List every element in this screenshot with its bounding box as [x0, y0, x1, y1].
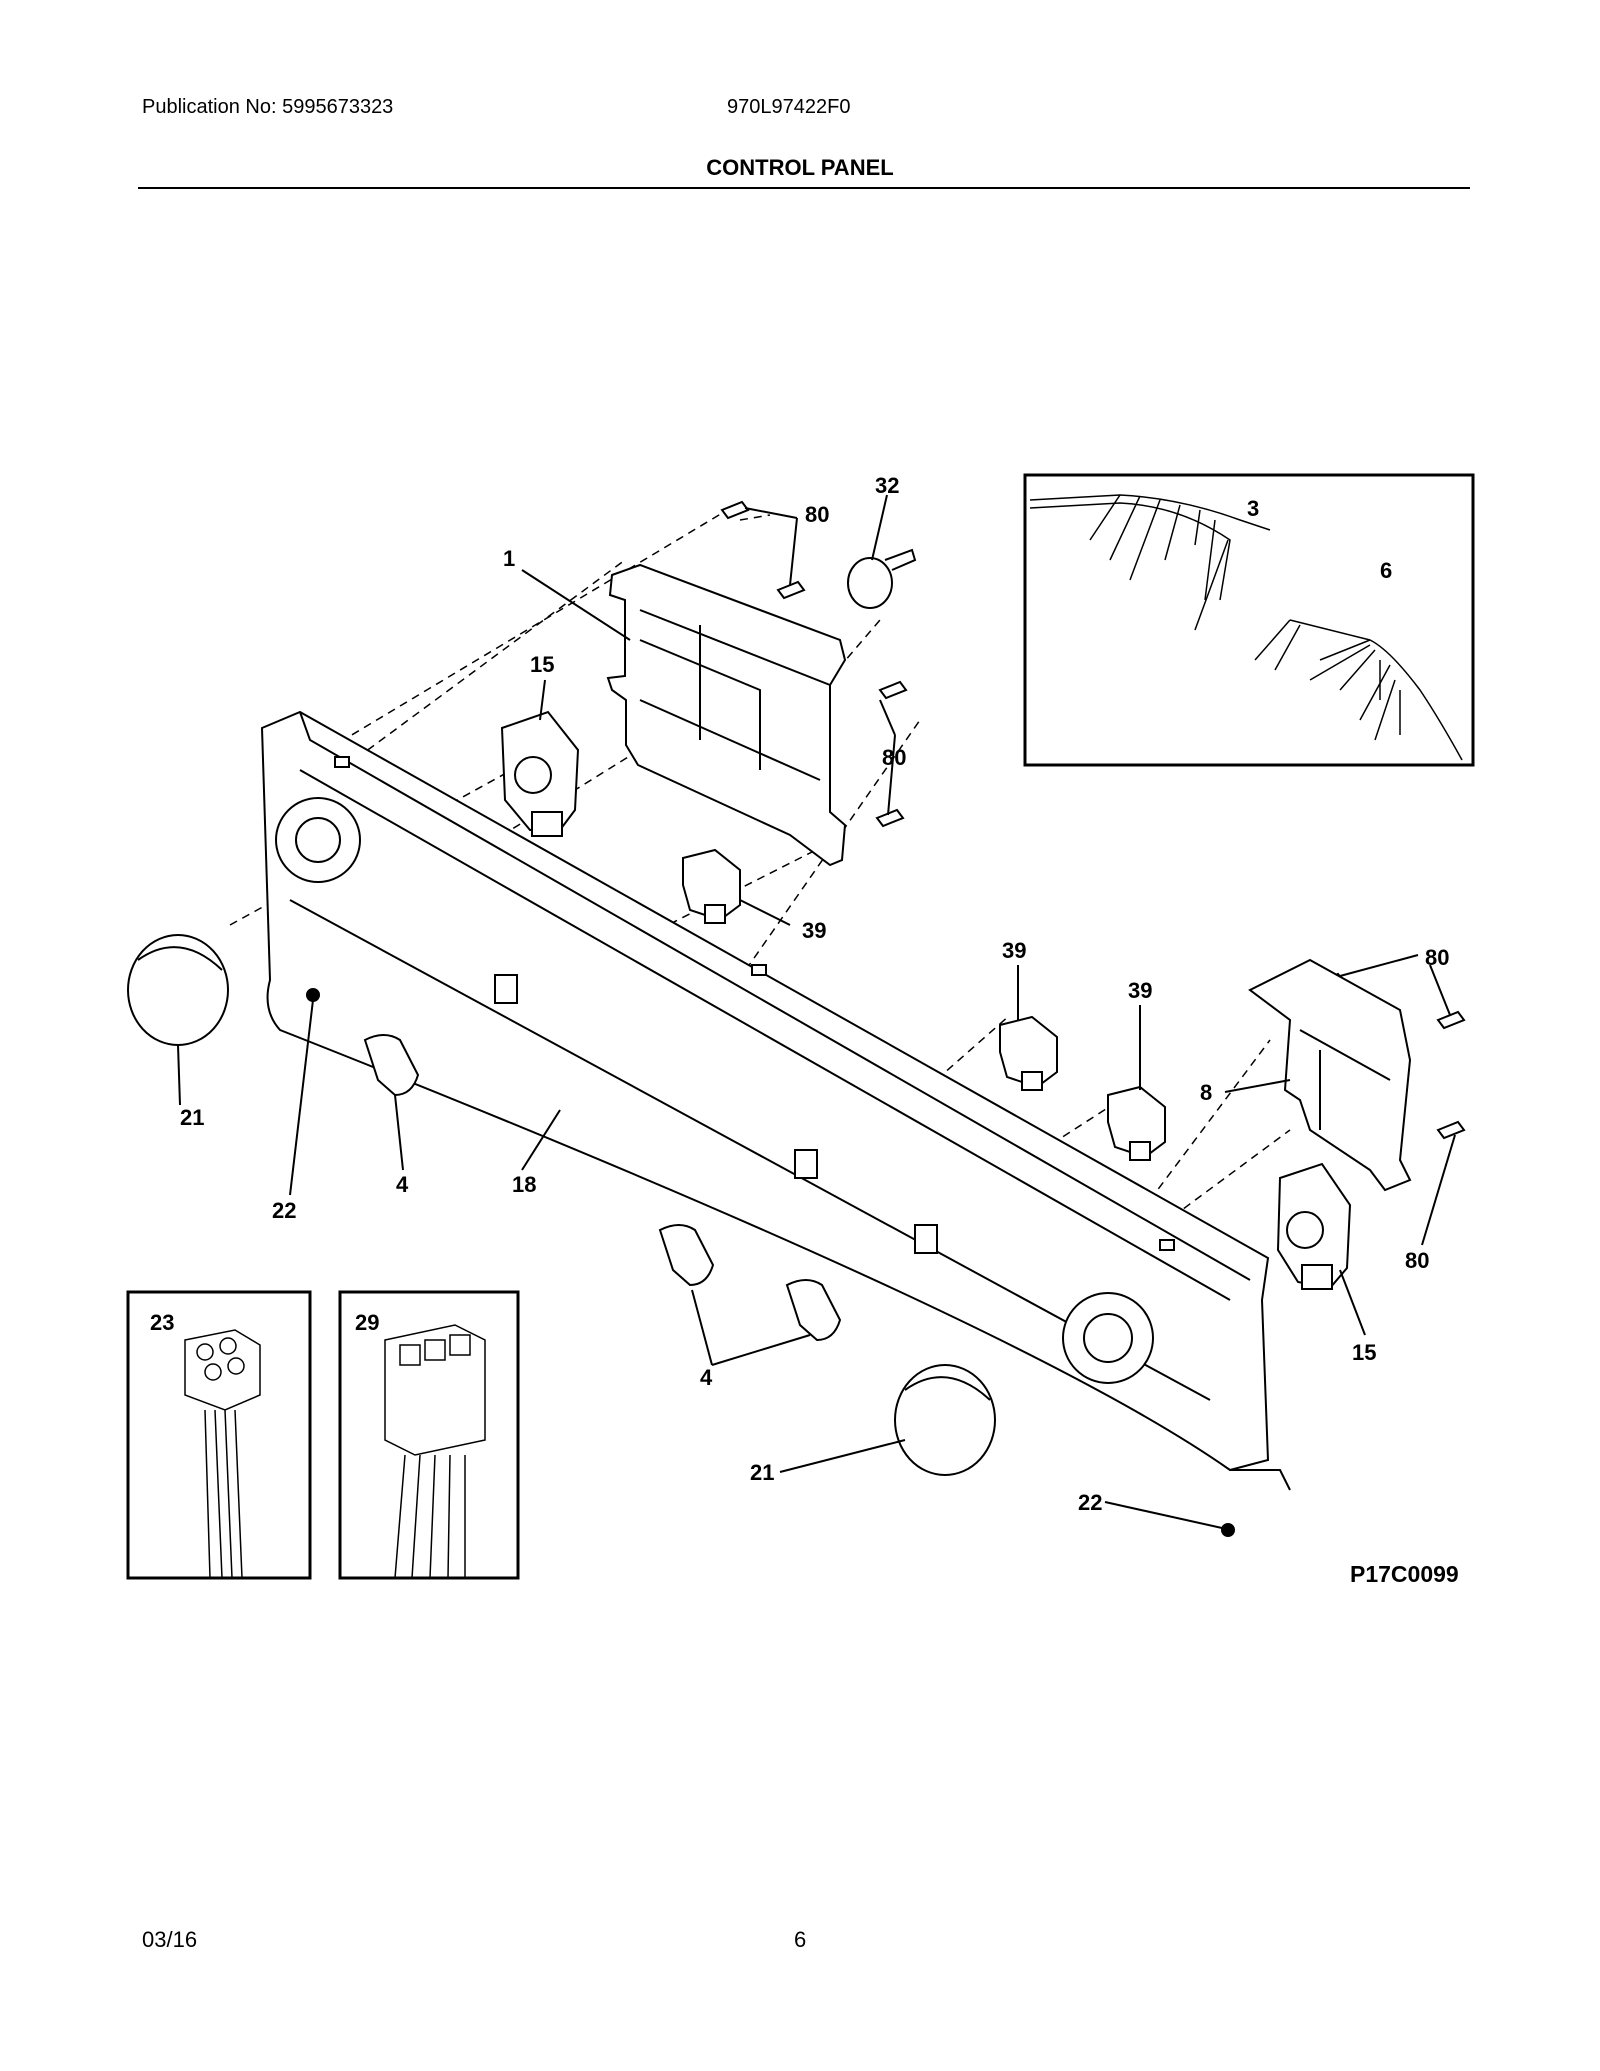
callout-80-top: 80: [805, 502, 829, 527]
callout-80-right-bottom: 80: [1405, 1248, 1429, 1273]
small-knobs: [363, 1034, 842, 1342]
diagram-code: P17C0099: [1350, 1561, 1459, 1587]
callout-21-left: 21: [180, 1105, 204, 1130]
callout-22-left: 22: [272, 1198, 296, 1223]
callout-80-mid: 80: [882, 745, 906, 770]
page-title: CONTROL PANEL: [706, 155, 894, 180]
footer-date: 03/16: [142, 1927, 198, 1952]
console-panel: [260, 710, 1291, 1491]
callout-6: 6: [1380, 558, 1392, 583]
callout-39-b: 39: [1002, 938, 1026, 963]
leader-lines: [177, 494, 1456, 1529]
wire-harness-drawing: [1029, 494, 1463, 761]
connector-23-drawing: [184, 1329, 261, 1579]
publication-number: Publication No: 5995673323: [142, 96, 394, 118]
callout-15-right: 15: [1352, 1340, 1376, 1365]
callout-3: 3: [1247, 496, 1259, 521]
connector-29-inset: [338, 1290, 520, 1580]
callout-4-bottom: 4: [700, 1365, 713, 1390]
selector-switch-right: [1276, 1162, 1352, 1290]
header-rule: [138, 187, 1470, 189]
small-screws: [306, 988, 1235, 1537]
callout-80-right-top: 80: [1425, 945, 1449, 970]
callout-1: 1: [503, 546, 515, 571]
secondary-board: [1248, 958, 1412, 1192]
callout-18: 18: [512, 1172, 536, 1197]
callout-22-bottom: 22: [1078, 1490, 1102, 1515]
callout-15-left: 15: [530, 652, 554, 677]
callout-39-c: 39: [1128, 978, 1152, 1003]
callout-32: 32: [875, 473, 899, 498]
push-switches: [682, 848, 1166, 1161]
wire-harness-inset: [1023, 473, 1475, 767]
selector-switch-left: [500, 710, 580, 837]
large-knobs: [127, 934, 996, 1476]
callout-4-left: 4: [396, 1172, 409, 1197]
connector-29-drawing: [384, 1324, 486, 1579]
callout-39-a: 39: [802, 918, 826, 943]
model-number: 970L97422F0: [727, 96, 851, 118]
callout-29: 29: [355, 1310, 379, 1335]
control-board: [606, 563, 847, 867]
callout-21-bottom: 21: [750, 1460, 774, 1485]
callout-23: 23: [150, 1310, 174, 1335]
wire-clip: [847, 548, 917, 609]
connector-23-inset: [126, 1290, 312, 1580]
callout-8: 8: [1200, 1080, 1212, 1105]
page-number: 6: [794, 1927, 807, 1952]
